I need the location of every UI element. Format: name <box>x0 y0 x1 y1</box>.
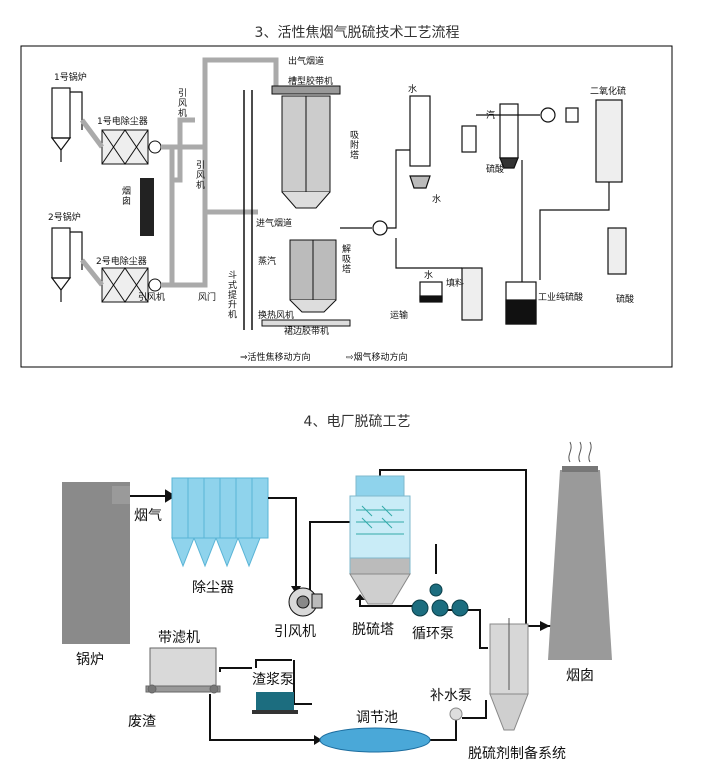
label-boiler1: 1号锅炉 <box>54 71 87 83</box>
label-inlet-duct: 进气烟道 <box>256 217 292 229</box>
label-legend-gas: ⇨烟气移动方向 <box>346 351 408 363</box>
label-boiler2: 2号锅炉 <box>48 211 81 223</box>
label-sulfuric: 硫酸 <box>486 163 504 175</box>
label-belt-top: 槽型胶带机 <box>288 75 333 87</box>
label-fan3: 引风机 <box>138 291 165 303</box>
caption-top: 3、活性焦烟气脱硫技术工艺流程 <box>254 25 460 41</box>
label-precip2: 2号电除尘器 <box>96 255 147 267</box>
label-water1: 水 <box>408 83 417 95</box>
label-acid-out: 硫酸 <box>616 293 634 305</box>
label-outlet-duct: 出气烟道 <box>288 55 324 67</box>
label-water2: 水 <box>432 193 441 205</box>
label-damper: 风门 <box>198 291 216 303</box>
bucket-elevator <box>243 90 253 330</box>
label-so2: 二氧化硫 <box>590 85 626 97</box>
chimney-1 <box>140 178 154 236</box>
label-precip1: 1号电除尘器 <box>97 115 148 127</box>
label-industrial-acid: 工业纯硫酸 <box>538 291 583 303</box>
label-fan2: 引风机 <box>196 160 205 191</box>
label-elevator: 斗式提升机 <box>228 270 237 321</box>
bottom-belt <box>261 319 351 327</box>
acid-plant <box>340 95 627 325</box>
diagram1-frame <box>20 45 673 368</box>
label-fan1: 引风机 <box>178 88 187 119</box>
boiler-2 <box>50 227 83 302</box>
label-legend-coke: ⇒活性焦移动方向 <box>240 351 311 363</box>
desorption-tower <box>289 239 337 313</box>
flue-ducts-1 <box>79 57 279 288</box>
label-absorber: 吸附塔 <box>350 130 359 161</box>
label-belt-bottom: 裙边胶带机 <box>284 325 329 337</box>
label-heat-fan: 换热风机 <box>258 309 294 321</box>
label-chimney: 烟囱 <box>122 185 131 207</box>
boiler-1 <box>50 87 83 162</box>
diagram1-labels: 1号锅炉 1号电除尘器 引风机 烟囱 引风机 2号锅炉 2号电除尘器 引风机 风… <box>48 55 634 363</box>
absorption-tower <box>271 85 341 209</box>
label-water3: 水 <box>424 269 433 281</box>
caption-bottom: 4、电厂脱硫工艺 <box>303 414 411 430</box>
label-steam: 蒸汽 <box>258 255 276 267</box>
label-packing: 填料 <box>446 277 464 289</box>
label-transport: 运输 <box>390 309 408 321</box>
label-steam2: 汽 <box>486 109 495 121</box>
label-desorber: 解吸塔 <box>342 243 351 275</box>
